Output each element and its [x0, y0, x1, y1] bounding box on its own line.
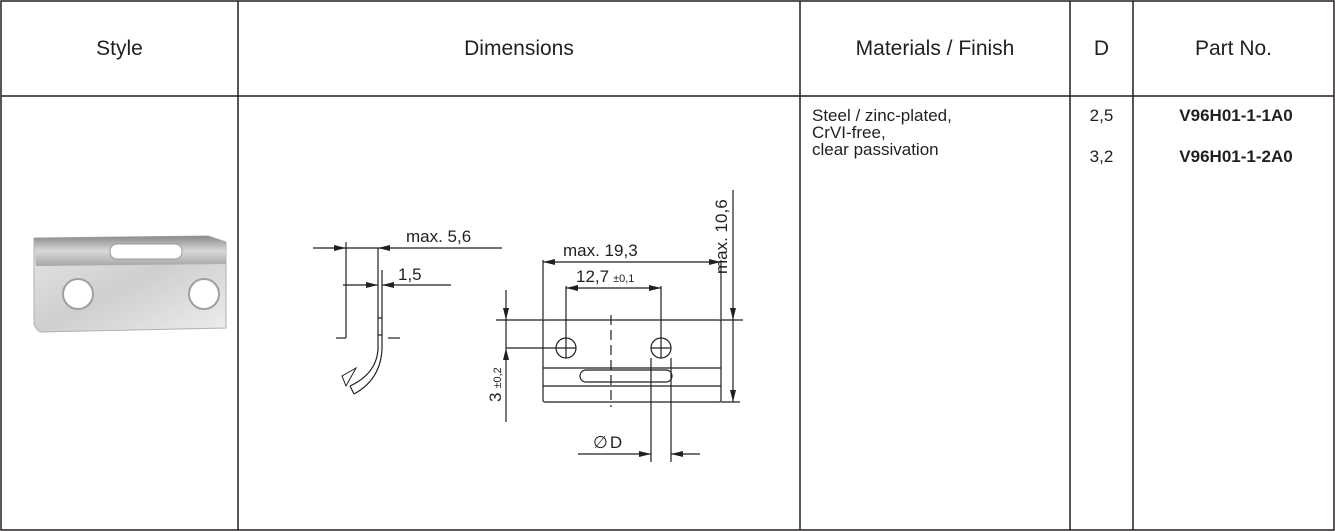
header-materials: Materials / Finish: [855, 36, 1015, 60]
materials-line-2: CrVI-free,: [812, 123, 886, 142]
dim-label-diameter: ∅D: [593, 433, 622, 452]
materials-line-3: clear passivation: [812, 140, 939, 159]
part-number: V96H01-1-2A0: [1179, 147, 1293, 166]
dim-label-max-19-3: max. 19,3: [563, 241, 638, 260]
dim-label-hole-height: 3±0,2: [486, 367, 505, 402]
materials-line-1: Steel / zinc-plated,: [812, 106, 952, 125]
d-value: 3,2: [1089, 147, 1114, 166]
header-style: Style: [96, 36, 143, 60]
dim-label-hole-spacing: 12,7±0,1: [576, 267, 634, 286]
materials-text: Steel / zinc-plated, CrVI-free, clear pa…: [812, 106, 1067, 160]
front-view: [496, 190, 743, 462]
dim-label-max-5-6: max. 5,6: [406, 227, 471, 246]
product-photo: [33, 235, 227, 333]
header-dimensions: Dimensions: [464, 36, 574, 60]
dim-label-thickness: 1,5: [398, 265, 422, 284]
d-value: 2,5: [1089, 106, 1114, 125]
dimension-drawing: max. 5,6 1,5 max. 19,3 12,7±0,1 max. 10,…: [313, 190, 743, 462]
dim-label-max-10-6: max. 10,6: [712, 199, 731, 274]
header-part-no: Part No.: [1194, 36, 1273, 60]
part-number: V96H01-1-1A0: [1179, 106, 1293, 125]
header-d: D: [1093, 36, 1110, 60]
